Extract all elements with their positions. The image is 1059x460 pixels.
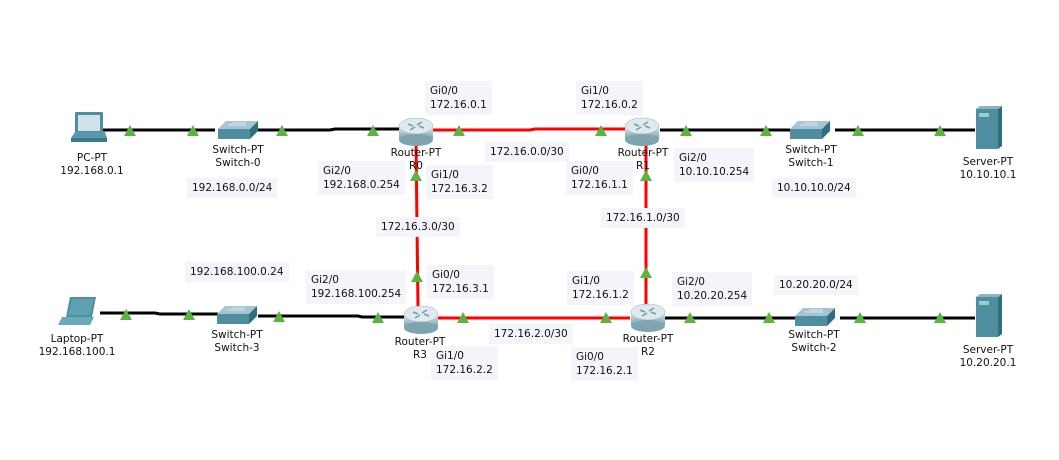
interface-name: Gi1/0 — [431, 169, 459, 181]
note-r3-gi20[interactable]: Gi2/0 192.168.100.254 — [306, 270, 407, 304]
device-name: R1 — [636, 160, 650, 172]
interface-name: Gi2/0 — [323, 165, 351, 177]
device-name: R0 — [409, 160, 423, 172]
device-type: Router-PT — [617, 147, 669, 159]
device-name: Switch-3 — [214, 342, 260, 354]
note-r1-gi20[interactable]: Gi2/0 10.10.10.254 — [674, 148, 755, 182]
device-name: R2 — [641, 346, 655, 358]
router-r3-icon[interactable] — [403, 305, 439, 335]
device-type: Switch-PT — [785, 144, 837, 156]
interface-ip: 172.16.1.1 — [571, 179, 628, 191]
device-name: 10.20.20.1 — [959, 357, 1017, 369]
note-lan2[interactable]: 10.20.20.0/24 — [774, 275, 858, 295]
link-switch0-r0[interactable] — [258, 127, 400, 132]
switch-1-icon[interactable] — [789, 120, 831, 140]
note-r0-gi00[interactable]: Gi0/0 172.16.0.1 — [425, 81, 492, 115]
interface-name: Gi0/0 — [576, 351, 604, 363]
note-r2-gi00[interactable]: Gi0/0 172.16.2.1 — [571, 347, 638, 381]
device-name: Switch-0 — [215, 157, 261, 169]
note-lan1[interactable]: 10.10.10.0/24 — [772, 178, 856, 198]
interface-ip: 172.16.0.2 — [581, 99, 638, 111]
device-name: 10.10.10.1 — [959, 169, 1017, 181]
device-name: 192.168.0.1 — [60, 165, 124, 177]
pc-icon[interactable] — [71, 112, 107, 142]
device-type: Router-PT — [390, 147, 442, 159]
link-laptop-switch3[interactable] — [100, 311, 218, 316]
note-net-r1-r2[interactable]: 172.16.1.0/30 — [601, 208, 685, 228]
link-r0-r1[interactable] — [432, 127, 625, 132]
interface-ip: 172.16.1.2 — [572, 289, 629, 301]
device-type: Switch-PT — [212, 144, 264, 156]
note-lan3[interactable]: 192.168.100.0.24 — [185, 262, 289, 282]
switch-0-icon[interactable] — [217, 120, 259, 140]
note-r0-gi20[interactable]: Gi2/0 192.168.0.254 — [318, 161, 405, 195]
device-name: 192.168.100.1 — [38, 346, 116, 358]
interface-ip: 192.168.100.254 — [311, 288, 402, 300]
note-r1-gi00[interactable]: Gi0/0 172.16.1.1 — [566, 161, 633, 195]
interface-name: Gi0/0 — [432, 269, 460, 281]
device-type: Laptop-PT — [50, 333, 104, 345]
interface-ip: 172.16.2.2 — [436, 364, 493, 376]
note-net-r0-r1[interactable]: 172.16.0.0/30 — [485, 142, 569, 162]
interface-ip: 192.168.0.254 — [323, 179, 400, 191]
interface-name: Gi1/0 — [581, 85, 609, 97]
device-type: Router-PT — [622, 333, 674, 345]
note-r1-gi10[interactable]: Gi1/0 172.16.0.2 — [576, 81, 643, 115]
interface-ip: 10.10.10.254 — [679, 166, 750, 178]
note-r2-gi20[interactable]: Gi2/0 10.20.20.254 — [672, 272, 753, 306]
note-net-r3-r2[interactable]: 172.16.2.0/30 — [489, 324, 573, 344]
interface-name: Gi0/0 — [430, 85, 458, 97]
device-type: Router-PT — [394, 336, 446, 348]
interface-name: Gi2/0 — [679, 152, 707, 164]
router-r0-icon[interactable] — [398, 117, 434, 147]
device-name: R3 — [413, 349, 427, 361]
device-type: Server-PT — [962, 156, 1014, 168]
note-r3-gi10[interactable]: Gi1/0 172.16.2.2 — [431, 346, 498, 380]
device-name: Switch-1 — [788, 157, 834, 169]
server-1-icon[interactable] — [976, 106, 1002, 149]
router-r2-icon[interactable] — [630, 303, 666, 333]
interface-name: Gi1/0 — [436, 350, 464, 362]
device-name: Switch-2 — [791, 342, 837, 354]
note-r0-gi10[interactable]: Gi1/0 172.16.3.2 — [426, 165, 493, 199]
note-net-r0-r3[interactable]: 172.16.3.0/30 — [376, 217, 460, 237]
router-r1-icon[interactable] — [624, 117, 660, 147]
switch-3-icon[interactable] — [216, 305, 258, 325]
interface-ip: 172.16.3.1 — [432, 283, 489, 295]
device-type: PC-PT — [76, 152, 108, 164]
interface-name: Gi0/0 — [571, 165, 599, 177]
link-switch3-r3[interactable] — [258, 314, 404, 319]
interface-ip: 10.20.20.254 — [677, 290, 748, 302]
laptop-icon[interactable] — [58, 297, 96, 325]
interface-ip: 172.16.2.1 — [576, 365, 633, 377]
device-type: Switch-PT — [788, 329, 840, 341]
device-type: Server-PT — [962, 344, 1014, 356]
interface-name: Gi2/0 — [677, 276, 705, 288]
device-type: Switch-PT — [211, 329, 263, 341]
interface-ip: 172.16.0.1 — [430, 99, 487, 111]
interface-name: Gi1/0 — [572, 275, 600, 287]
note-r3-gi00[interactable]: Gi0/0 172.16.3.1 — [427, 265, 494, 299]
interface-name: Gi2/0 — [311, 274, 339, 286]
note-lan0[interactable]: 192.168.0.0/24 — [187, 178, 278, 198]
server-2-icon[interactable] — [976, 294, 1002, 337]
switch-2-icon[interactable] — [794, 307, 836, 327]
interface-ip: 172.16.3.2 — [431, 183, 488, 195]
note-r2-gi10[interactable]: Gi1/0 172.16.1.2 — [567, 271, 634, 305]
